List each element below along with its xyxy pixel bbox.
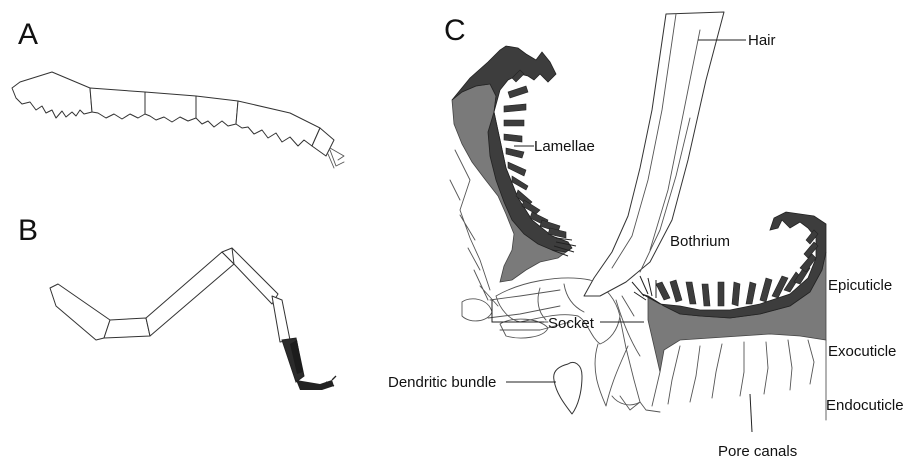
label-lamellae: Lamellae: [534, 138, 595, 155]
label-epicuticle: Epicuticle: [828, 277, 892, 294]
panel-a-leg-drawing: A: [12, 18, 344, 168]
label-exocuticle: Exocuticle: [828, 343, 896, 360]
label-pore-canals: Pore canals: [718, 443, 797, 459]
label-socket: Socket: [548, 315, 595, 332]
label-hair: Hair: [748, 32, 776, 49]
panel-b-letter: B: [18, 214, 38, 247]
label-dendritic-bundle: Dendritic bundle: [388, 374, 496, 391]
label-bothrium: Bothrium: [670, 233, 730, 250]
label-endocuticle: Endocuticle: [826, 397, 904, 414]
panel-b-leg-drawing: B: [18, 214, 336, 390]
panel-a-letter: A: [18, 18, 38, 51]
panel-c-letter: C: [444, 14, 466, 47]
panel-c-section-drawing: C: [444, 12, 826, 432]
